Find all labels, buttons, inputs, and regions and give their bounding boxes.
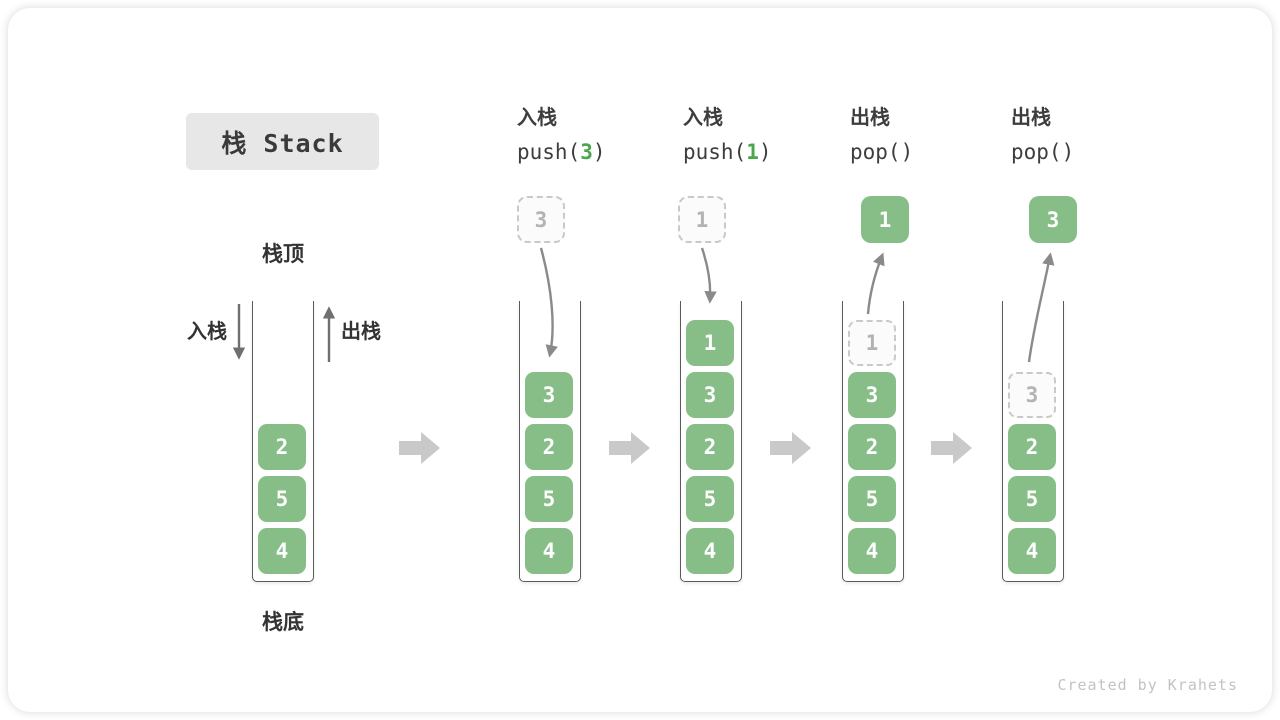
code-close: ) (758, 140, 772, 164)
step-code-label: push(3) (517, 142, 606, 163)
stack-cell: 1 (686, 320, 734, 366)
step-code-label: pop() (1011, 142, 1074, 163)
stack-cell: 5 (848, 476, 896, 522)
stack-top-label: 栈顶 (262, 243, 304, 266)
stack-cell: 3 (686, 372, 734, 418)
floating-value-box: 3 (1029, 196, 1077, 243)
step-header-pop-1: 出栈 pop() (850, 108, 913, 163)
stack-cell: 4 (525, 528, 573, 574)
code-close: ) (900, 140, 914, 164)
code-fn: pop( (850, 140, 901, 164)
stack-cell: 5 (258, 476, 306, 522)
floating-value-box: 3 (517, 196, 565, 243)
stack-cell: 4 (258, 528, 306, 574)
code-arg: 1 (746, 140, 759, 164)
stack-cell: 2 (686, 424, 734, 470)
stack-cell: 3 (848, 372, 896, 418)
step-action-label: 出栈 (850, 107, 890, 129)
pop-direction-label: 出栈 (341, 321, 381, 343)
stack-cell: 2 (525, 424, 573, 470)
watermark: Created by Krahets (1057, 676, 1238, 694)
step-header-pop-2: 出栈 pop() (1011, 108, 1074, 163)
stack-cell: 5 (525, 476, 573, 522)
step-action-label: 出栈 (1011, 107, 1051, 129)
code-fn: push( (683, 140, 747, 164)
stack-cell: 2 (1008, 424, 1056, 470)
stack-cell: 4 (686, 528, 734, 574)
step-header-push-1: 入栈 push(1) (683, 108, 772, 163)
code-fn: pop( (1011, 140, 1062, 164)
title-box: 栈 Stack (186, 113, 379, 170)
step-header-push-3: 入栈 push(3) (517, 108, 606, 163)
floating-value-box: 1 (861, 196, 909, 243)
stack-container-initial (252, 301, 314, 582)
stack-cell: 3 (525, 372, 573, 418)
stack-container-after-pop-2 (1002, 301, 1064, 582)
stack-cell: 5 (686, 476, 734, 522)
stack-cell-ghost: 3 (1008, 372, 1056, 418)
stack-container-after-push-1 (680, 301, 742, 582)
code-arg: 3 (580, 140, 593, 164)
title-text: 栈 Stack (221, 128, 344, 158)
step-code-label: pop() (850, 142, 913, 163)
step-code-label: push(1) (683, 142, 772, 163)
push-direction-label: 入栈 (187, 321, 227, 343)
stack-cell: 2 (848, 424, 896, 470)
step-action-label: 入栈 (683, 107, 723, 129)
stack-cell: 2 (258, 424, 306, 470)
stack-cell-ghost: 1 (848, 320, 896, 366)
code-fn: push( (517, 140, 581, 164)
code-close: ) (592, 140, 606, 164)
stack-container-after-pop-1 (842, 301, 904, 582)
floating-value-box: 1 (678, 196, 726, 243)
stack-container-after-push-3 (519, 301, 581, 582)
stack-bottom-label: 栈底 (262, 611, 304, 634)
stack-cell: 5 (1008, 476, 1056, 522)
step-action-label: 入栈 (517, 107, 557, 129)
stack-cell: 4 (848, 528, 896, 574)
code-close: ) (1061, 140, 1075, 164)
stack-cell: 4 (1008, 528, 1056, 574)
